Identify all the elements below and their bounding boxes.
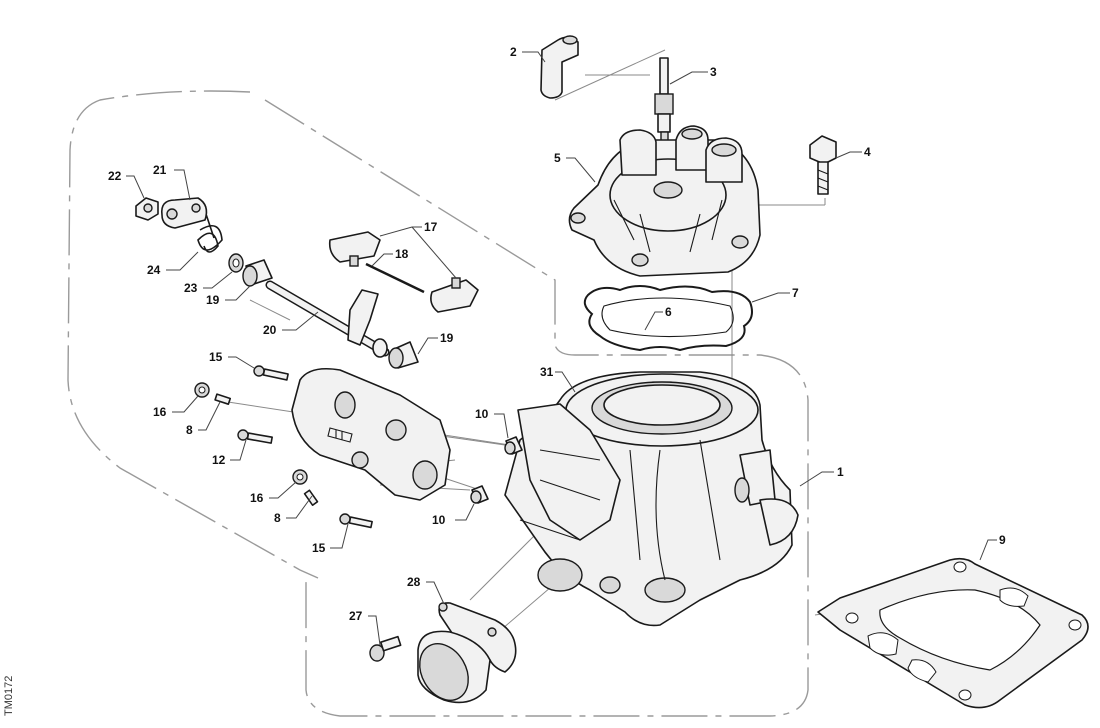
- lever-nut: [135, 197, 159, 221]
- exhaust-valve-shaft: [265, 280, 390, 358]
- dowel-lower: [470, 485, 489, 504]
- callout-18: 18: [395, 247, 409, 261]
- callout-23: 23: [184, 281, 198, 295]
- bushing-upper: [242, 259, 273, 287]
- screw-upper: [253, 365, 289, 381]
- callout-15-upper: 15: [209, 350, 223, 364]
- valve-housing: [291, 367, 451, 501]
- callout-17: 17: [424, 220, 438, 234]
- valve-group-outline: [67, 90, 319, 579]
- callout-16-upper: 16: [153, 405, 167, 419]
- callout-10-upper: 10: [475, 407, 489, 421]
- head-group-outline: [264, 99, 760, 356]
- washer-lower: [292, 469, 308, 485]
- washer: [228, 253, 244, 273]
- callout-2: 2: [510, 45, 517, 59]
- cylinder-head: [568, 125, 761, 277]
- callout-12: 12: [212, 453, 226, 467]
- callout-28: 28: [407, 575, 421, 589]
- bushing-lower: [388, 341, 419, 369]
- washer-upper: [194, 382, 210, 398]
- callout-9: 9: [999, 533, 1006, 547]
- leader-lines: [126, 51, 997, 646]
- callout-4: 4: [864, 145, 871, 159]
- intake-manifold: [417, 602, 517, 704]
- callout-31: 31: [540, 365, 554, 379]
- callout-27: 27: [349, 609, 363, 623]
- screw-middle: [237, 429, 273, 444]
- valve-lever: [160, 197, 208, 229]
- callout-labels: 1 2 3 4 5 6 7 8 8 9 10 10 12 15 15 16 16…: [108, 45, 1006, 623]
- callout-8-lower: 8: [274, 511, 281, 525]
- manifold-bolt: [369, 635, 402, 662]
- callout-1: 1: [837, 465, 844, 479]
- base-gasket: [817, 557, 1089, 709]
- head-seals: [583, 285, 753, 352]
- callout-16-lower: 16: [250, 491, 264, 505]
- callout-8-upper: 8: [186, 423, 193, 437]
- dowel-upper: [504, 436, 523, 455]
- group-outlines: [67, 90, 809, 717]
- callout-6: 6: [665, 305, 672, 319]
- callout-5: 5: [554, 151, 561, 165]
- screw-lower: [339, 513, 373, 529]
- head-bolt: [809, 135, 837, 195]
- callout-3: 3: [710, 65, 717, 79]
- callout-7: 7: [792, 286, 799, 300]
- callout-15-lower: 15: [312, 541, 326, 555]
- stud-upper: [214, 393, 232, 405]
- drawing-code: TM0172: [3, 676, 15, 716]
- callout-10-lower: 10: [432, 513, 446, 527]
- cylinder: [504, 371, 799, 627]
- callout-21: 21: [153, 163, 167, 177]
- callout-22: 22: [108, 169, 122, 183]
- spark-plug-cap: [540, 35, 579, 99]
- callout-19-lower: 19: [440, 331, 454, 345]
- callout-19-upper: 19: [206, 293, 220, 307]
- cylinder-group-outline: [305, 354, 809, 717]
- callout-20: 20: [263, 323, 277, 337]
- exhaust-valve-flaps: [328, 231, 479, 313]
- torsion-spring: [197, 213, 223, 253]
- spark-plug: [654, 57, 674, 149]
- callout-24: 24: [147, 263, 161, 277]
